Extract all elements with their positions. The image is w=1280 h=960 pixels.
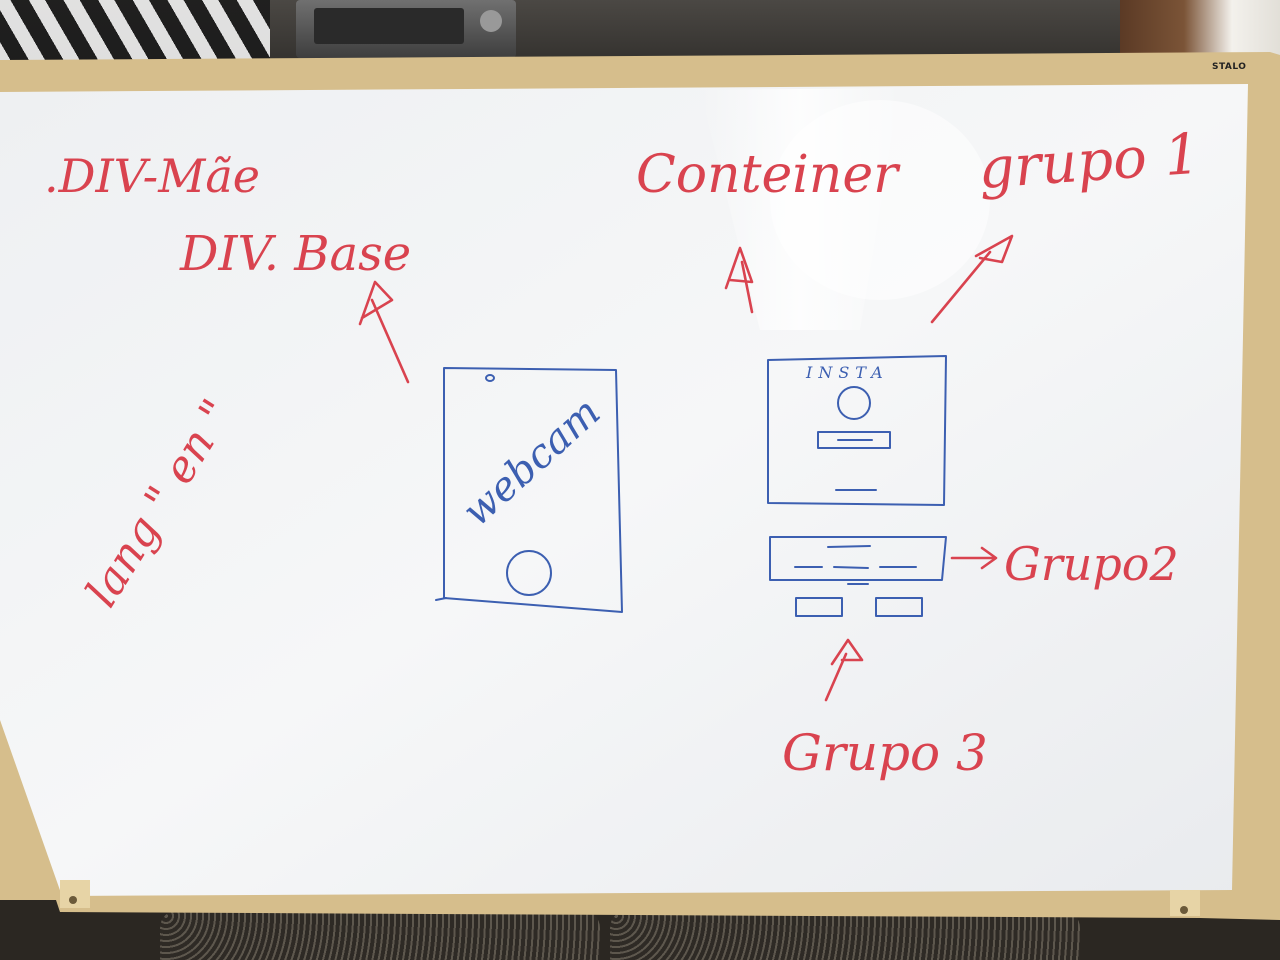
- login-box-outline: [767, 355, 947, 506]
- phone-camera-dot: [485, 374, 495, 382]
- board-brand-logo: STALO: [1212, 62, 1247, 72]
- phone-button-circle: [506, 550, 552, 596]
- note-grupo3: Grupo 3: [782, 724, 988, 782]
- grupo2-box: [769, 536, 947, 581]
- chair-right: [610, 910, 1080, 960]
- arrow-grupo2: [950, 546, 998, 570]
- note-grupo2: Grupo2: [1004, 537, 1179, 591]
- login-avatar-circle: [837, 386, 871, 420]
- phone-webcam-text: webcam: [454, 389, 609, 535]
- note-grupo1: grupo 1: [976, 122, 1202, 202]
- frame-screw: [1180, 906, 1188, 914]
- note-lang: lang " en ": [76, 391, 243, 616]
- zebra-picture: [0, 0, 270, 70]
- frame-screw: [69, 896, 77, 904]
- grupo3-box-right: [875, 597, 923, 617]
- login-insta-text: INSTA: [805, 363, 889, 382]
- arrow-div-base: [358, 280, 410, 384]
- oven-door: [314, 8, 464, 44]
- chair-left: [160, 910, 600, 960]
- board-surface: [0, 84, 1248, 896]
- phone-outline-tail: [435, 597, 447, 601]
- toaster-oven: [296, 0, 516, 58]
- arrow-grupo1: [930, 234, 1014, 324]
- grupo2-squiggles: [794, 545, 917, 569]
- note-div-base: DIV. Base: [179, 226, 411, 282]
- grupo3-box-left: [795, 597, 843, 617]
- arrow-grupo3: [824, 638, 864, 702]
- note-div-mae: .DIV-Mãe: [44, 149, 260, 203]
- oven-knob: [480, 10, 502, 32]
- login-input-box: [817, 431, 891, 449]
- light-glare-spot: [770, 100, 990, 300]
- note-conteiner: Conteiner: [636, 145, 901, 205]
- arrow-conteiner: [724, 246, 754, 314]
- phone-outline: [443, 367, 623, 613]
